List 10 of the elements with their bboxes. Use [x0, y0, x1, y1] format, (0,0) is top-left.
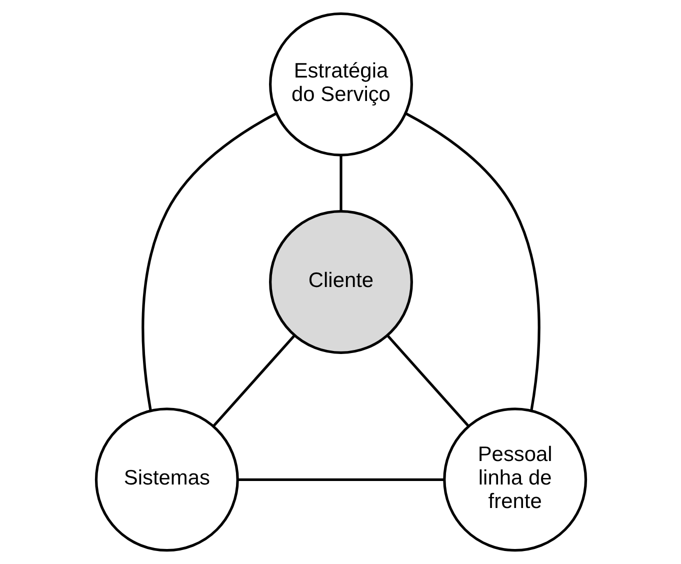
connector [339, 156, 342, 211]
connector [212, 334, 295, 428]
node-circle: Pessoal linha de frente [442, 408, 587, 552]
connector [141, 112, 277, 411]
node-circle: Estratégia do Serviço [268, 12, 412, 156]
node-circle: Cliente [268, 210, 412, 354]
connector [404, 112, 540, 411]
connector [237, 478, 444, 481]
node-circle: Sistemas [94, 408, 238, 552]
connector [386, 334, 470, 428]
